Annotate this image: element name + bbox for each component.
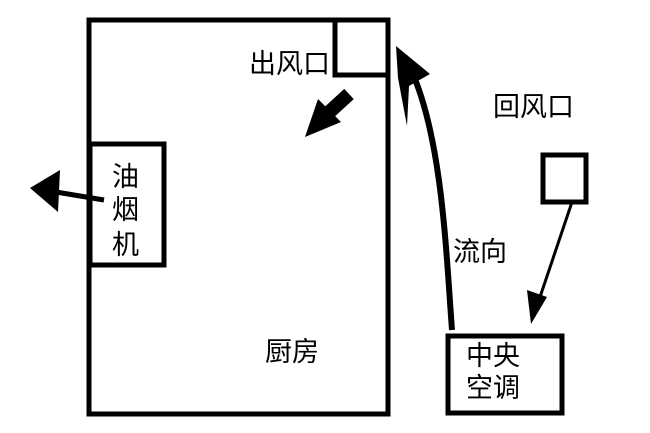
range-hood-label-2: 烟 <box>112 195 139 226</box>
outlet-label: 出风口 <box>249 49 330 80</box>
central-ac-box <box>445 333 565 416</box>
outlet-airflow-arrow <box>305 88 354 137</box>
supply-flow-arrow <box>396 46 455 331</box>
range-hood-label-3: 机 <box>112 230 139 261</box>
return-flow-arrow <box>527 201 574 324</box>
kitchen-label: 厨房 <box>265 337 319 368</box>
flow-direction-label: 流向 <box>453 237 507 268</box>
exhaust-arrow <box>30 170 105 212</box>
central-ac-label-2: 空调 <box>466 373 520 404</box>
central-ac-label-1: 中央 <box>466 341 520 372</box>
outlet-vent-box <box>332 17 391 78</box>
range-hood-box <box>87 141 167 268</box>
return-vent-box <box>540 152 589 205</box>
return-vent-label: 回风口 <box>493 92 574 123</box>
range-hood-label-1: 油 <box>112 162 139 193</box>
